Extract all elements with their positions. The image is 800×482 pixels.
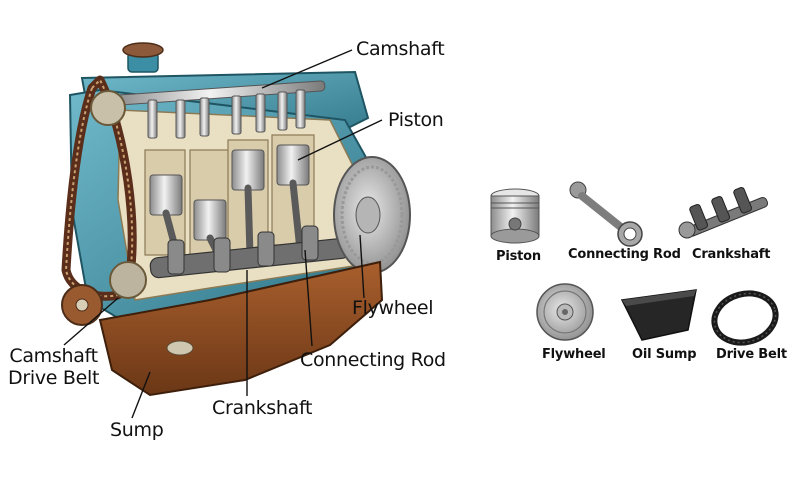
label-flywheel: Flywheel [352, 297, 434, 319]
label-camshaft: Camshaft [356, 38, 445, 60]
label-camshaft-drive-belt-line1: Camshaft [9, 345, 98, 367]
caption-connecting-rod: Connecting Rod [568, 247, 681, 262]
caption-drive-belt: Drive Belt [716, 347, 787, 362]
crankshaft-thumbnail [678, 187, 769, 239]
flywheel-illustration [333, 156, 411, 274]
label-connecting-rod: Connecting Rod [300, 349, 446, 371]
caption-oil-sump: Oil Sump [632, 347, 697, 362]
caption-flywheel: Flywheel [542, 347, 606, 362]
connecting-rod-thumbnail [569, 181, 643, 247]
flywheel-thumbnail [536, 283, 594, 341]
pointer-lines [63, 49, 383, 419]
sump-pan [98, 260, 384, 397]
drain-plug [166, 340, 194, 356]
pistons [149, 144, 310, 241]
valves [147, 89, 306, 139]
label-sump: Sump [110, 419, 164, 441]
label-crankshaft: Crankshaft [212, 397, 313, 419]
label-camshaft-drive-belt: Camshaft Drive Belt [8, 345, 100, 390]
crankshaft-illustration [149, 225, 351, 279]
piston-thumbnail [490, 188, 540, 244]
parts-thumbnails [490, 181, 779, 346]
oil-filler-cap [122, 42, 164, 73]
engine-illustration [61, 42, 411, 419]
oil-sump-thumbnail [620, 289, 697, 341]
drive-belt-thumbnail [711, 290, 779, 346]
label-camshaft-drive-belt-line2: Drive Belt [8, 366, 100, 389]
caption-piston: Piston [496, 249, 541, 264]
label-piston: Piston [388, 109, 444, 131]
drive-belt-illustration [61, 75, 147, 326]
caption-crankshaft: Crankshaft [692, 247, 771, 262]
